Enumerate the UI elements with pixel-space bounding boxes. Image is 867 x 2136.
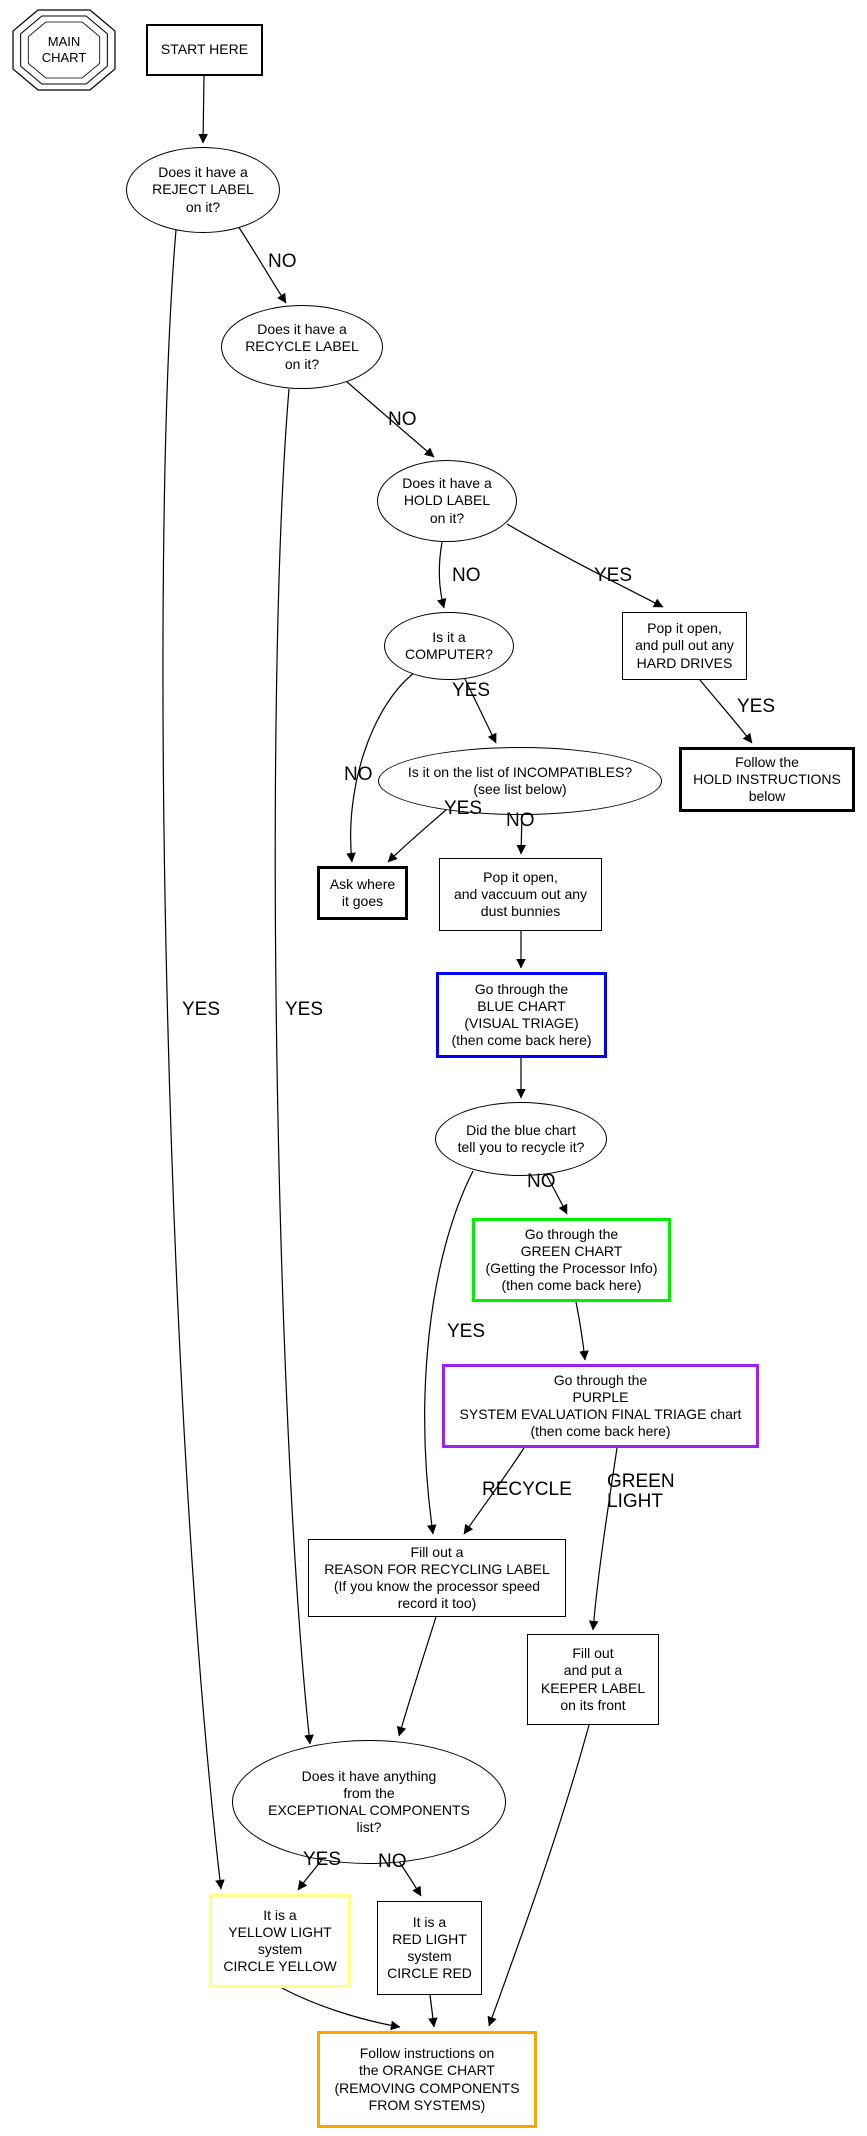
node-green-chart: Go through the GREEN CHART (Getting the … (472, 1218, 671, 1302)
node-hold-label-question: Does it have a HOLD LABEL on it? (377, 460, 517, 542)
edge-label-exceptional-yes: YES (303, 1849, 342, 1870)
edge-label-harddrive-yes: YES (737, 696, 776, 717)
node-blue-recycle-question: Did the blue chart tell you to recycle i… (435, 1102, 607, 1176)
node-incompatibles-question: Is it on the list of INCOMPATIBLES? (see… (378, 747, 662, 815)
edge-recycle-to-exceptional (274, 388, 314, 1745)
edge-reject-to-recycle (237, 225, 287, 304)
edge-label-computer-yes: YES (452, 680, 491, 701)
edge-label-exceptional-no: NO (378, 1851, 407, 1872)
edge-label-recycle-yes: YES (285, 999, 324, 1020)
edge-hold-to-harddrives (506, 523, 664, 608)
node-pull-hard-drives: Pop it open, and pull out any HARD DRIVE… (622, 612, 747, 680)
edge-purple-to-keeper (589, 1447, 618, 1631)
node-computer-question: Is it a COMPUTER? (384, 612, 514, 680)
edge-label-recycle-no: NO (388, 409, 417, 430)
node-dust-bunnies: Pop it open, and vaccuum out any dust bu… (439, 858, 602, 931)
edge-label-purple-green-light: GREEN LIGHT (607, 1471, 675, 1512)
node-red-light: It is a RED LIGHT system CIRCLE RED (377, 1901, 482, 1995)
edge-green-to-purple (575, 1301, 589, 1361)
node-reject-label-question: Does it have a REJECT LABEL on it? (126, 147, 280, 233)
edge-label-reject-no: NO (268, 251, 297, 272)
edge-yellow-to-orange (281, 1987, 401, 2031)
edge-incompatibles-to-dust (516, 814, 527, 855)
edge-exceptional-to-red (397, 1859, 422, 1897)
edge-computer-to-incompatibles (464, 678, 497, 744)
node-recycling-label: Fill out a REASON FOR RECYCLING LABEL (I… (308, 1539, 566, 1617)
edge-label-blueq-yes: YES (447, 1321, 486, 1342)
node-purple-chart: Go through the PURPLE SYSTEM EVALUATION … (442, 1364, 759, 1448)
edge-red-to-orange (428, 1994, 438, 2028)
main-chart-symbol: MAIN CHART (11, 8, 117, 92)
main-chart-label: MAIN CHART (41, 33, 87, 65)
edge-computer-to-ask (346, 672, 415, 863)
edge-label-computer-no: NO (344, 764, 373, 785)
edge-label-hold-yes: YES (594, 565, 633, 586)
edge-label-purple-recycle: RECYCLE (482, 1479, 572, 1500)
node-yellow-light: It is a YELLOW LIGHT system CIRCLE YELLO… (209, 1894, 351, 1988)
edge-start-to-reject (198, 75, 208, 144)
node-start-here: START HERE (146, 24, 263, 76)
node-keeper-label: Fill out and put a KEEPER LABEL on its f… (527, 1634, 659, 1725)
edge-label-hold-no: NO (452, 565, 481, 586)
edge-harddrives-to-holdinstructions (699, 679, 753, 744)
node-ask-where-it-goes: Ask where it goes (317, 866, 408, 920)
edge-reject-to-yellow (162, 229, 225, 1890)
node-recycle-label-question: Does it have a RECYCLE LABEL on it? (221, 305, 383, 389)
edge-recycle-to-hold (345, 380, 435, 458)
node-orange-chart: Follow instructions on the ORANGE CHART … (317, 2031, 537, 2128)
edge-incompatibles-to-ask (387, 809, 447, 863)
edge-purple-to-recyclinglabel (463, 1447, 525, 1535)
edge-keeper-to-orange (487, 1724, 590, 2027)
edge-label-incompat-no: NO (506, 810, 535, 831)
node-exceptional-components-question: Does it have anything from the EXCEPTION… (232, 1740, 506, 1864)
octagon-icon (12, 9, 116, 91)
edge-hold-to-computer (436, 541, 447, 609)
edge-blueq-to-green (545, 1173, 568, 1215)
node-hold-instructions: Follow the HOLD INSTRUCTIONS below (679, 747, 855, 812)
node-blue-chart: Go through the BLUE CHART (VISUAL TRIAGE… (436, 972, 607, 1058)
edge-blueq-to-recyclinglabel (424, 1170, 474, 1535)
edge-recyclinglabel-to-exceptional (396, 1616, 437, 1737)
edge-label-reject-yes: YES (182, 999, 221, 1020)
edge-label-incompat-yes: YES (444, 798, 483, 819)
edge-label-blueq-no: NO (527, 1171, 556, 1192)
